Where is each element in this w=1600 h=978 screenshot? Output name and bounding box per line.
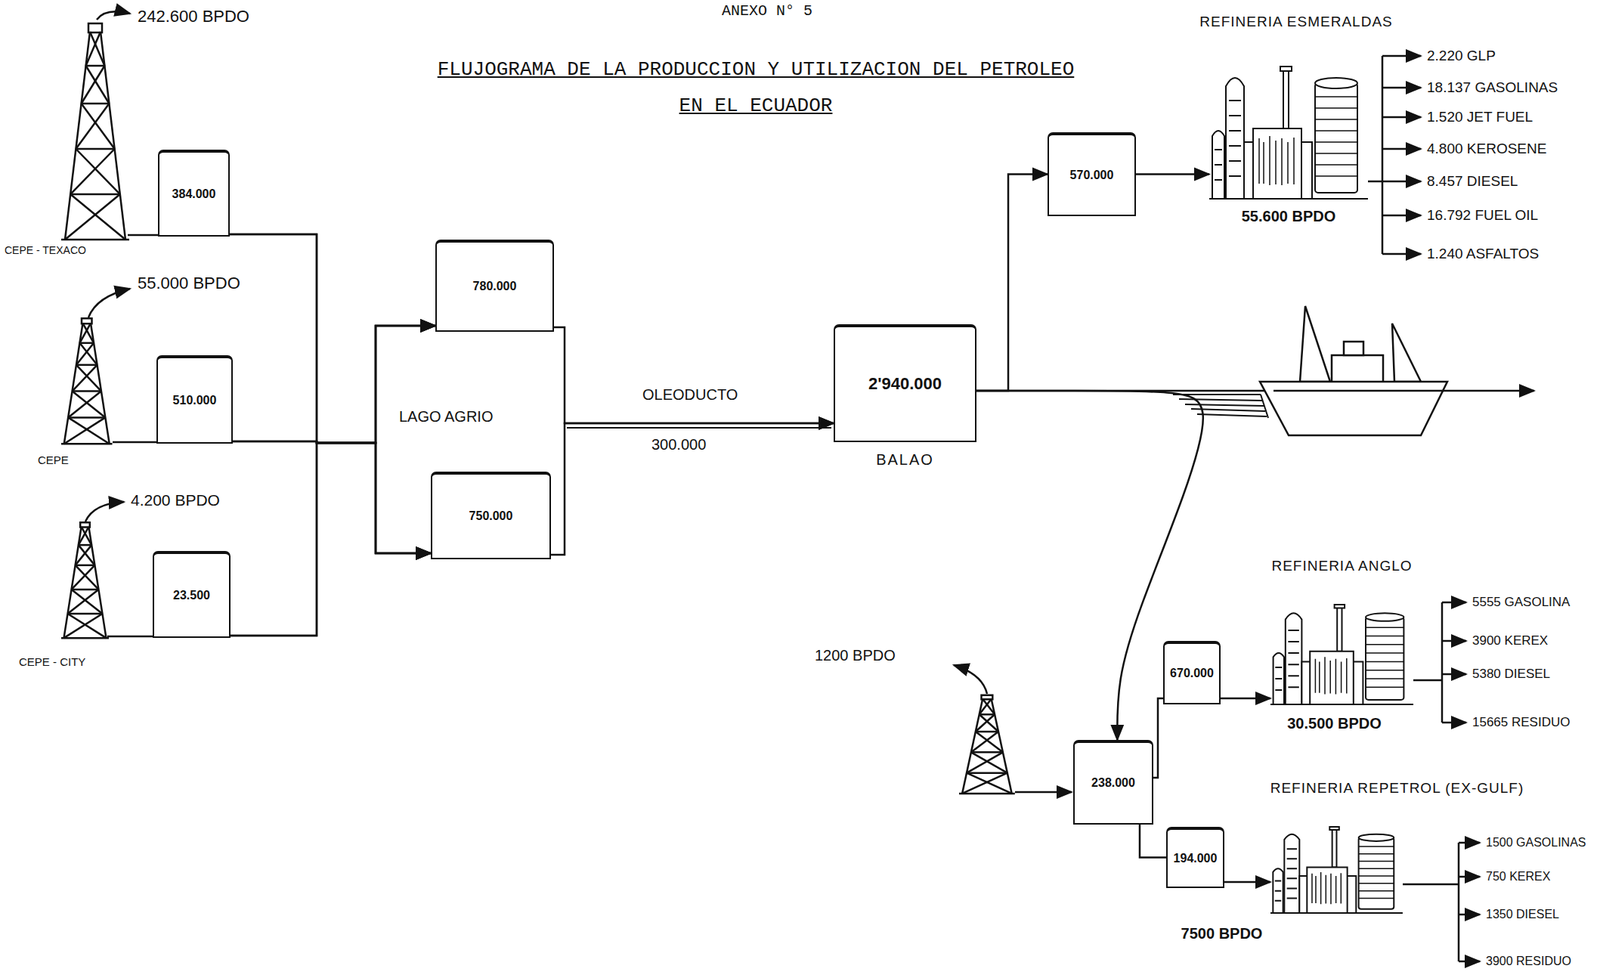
flow-connector (229, 234, 431, 554)
tank-capacity: 23.500 (173, 588, 211, 603)
storage-tank: 750.000 (430, 471, 551, 560)
annotation: 4.200 BPDO (130, 491, 220, 510)
flow-connector (976, 174, 1048, 392)
annotation: 8.457 DIESEL (1426, 173, 1518, 190)
storage-tank: 780.000 (435, 239, 554, 332)
flow-connector (1135, 173, 1210, 176)
flow-connector (232, 441, 431, 554)
annotation: 1200 BPDO (814, 646, 896, 665)
tank-capacity: 510.000 (173, 393, 217, 408)
oil-derrick (61, 23, 130, 240)
annotation: ANEXO N° 5 (721, 2, 813, 20)
annotation: 1500 GASOLINAS (1485, 835, 1587, 850)
storage-tank: 384.000 (157, 149, 230, 237)
storage-tank: 2'940.000BALAO (833, 324, 977, 443)
refinery-illustration (1270, 826, 1403, 913)
annotation: 300.000 (651, 436, 706, 454)
annotation: 2.220 GLP (1426, 47, 1496, 65)
annotation: 3900 KEREX (1472, 633, 1548, 649)
refinery: REFINERIA ANGLO30.500 BPDO (1270, 604, 1414, 705)
storage-tank: 23.500 (152, 550, 231, 638)
flow-connector (1153, 698, 1164, 778)
tank-capacity: 384.000 (172, 187, 217, 202)
annotation: LAGO AGRIO (399, 408, 493, 426)
annotation: CEPE - TEXACO (4, 244, 87, 257)
flow-connector (1139, 824, 1167, 858)
annotation: CEPE (37, 453, 69, 467)
diagram-title: FLUJOGRAMA DE LA PRODUCCION Y UTILIZACIO… (427, 51, 1085, 124)
annotation: 4.800 KEROSENE (1426, 140, 1547, 158)
flow-connector (230, 325, 436, 636)
annotation: 55.000 BPDO (137, 273, 241, 294)
storage-tank: 238.000 (1073, 739, 1154, 825)
oil-derrick (61, 318, 113, 444)
tank-capacity: 750.000 (469, 509, 514, 524)
flow-connector (230, 442, 431, 636)
refinery-capacity: 55.600 BPDO (1241, 207, 1337, 226)
storage-tank: 670.000 (1163, 640, 1221, 705)
storage-tank: 510.000 (156, 355, 233, 444)
refinery: REFINERIA ESMERALDAS55.600 BPDO (1209, 66, 1368, 199)
oil-spout (85, 11, 988, 694)
terminal-name: BALAO (875, 451, 935, 469)
tank-capacity: 780.000 (473, 279, 517, 294)
flow-connector (1224, 881, 1271, 884)
annotation: 5555 GASOLINA (1472, 594, 1570, 610)
flow-connector (550, 423, 834, 555)
annotation: 750 KEREX (1485, 869, 1551, 884)
refinery-capacity: 7500 BPDO (1181, 925, 1263, 943)
annotation: 1350 DIESEL (1485, 907, 1560, 922)
tank-capacity: 194.000 (1173, 851, 1218, 866)
loading-dock (1172, 394, 1269, 418)
annotation: 5380 DIESEL (1472, 666, 1551, 682)
annotation: 3900 RESIDUO (1485, 954, 1572, 969)
flow-line (107, 235, 1535, 793)
tank-capacity: 670.000 (1169, 666, 1214, 681)
refinery: REFINERIA REPETROL (EX-GULF)7500 BPDO (1270, 826, 1403, 913)
annotation: 1.520 JET FUEL (1426, 108, 1533, 126)
oil-derrick (959, 695, 1016, 794)
annotation: OLEODUCTO (642, 386, 738, 404)
refinery-name: REFINERIA ANGLO (1271, 557, 1412, 575)
annotation: CEPE - CITY (18, 655, 86, 669)
refinery-name: REFINERIA REPETROL (EX-GULF) (1270, 779, 1525, 797)
refinery-illustration (1209, 66, 1368, 199)
tanker-ship (1259, 306, 1448, 436)
flow-connector (1220, 697, 1271, 700)
tank-capacity: 238.000 (1091, 776, 1136, 790)
product-outlets (1367, 55, 1480, 962)
refinery-name: REFINERIA ESMERALDAS (1199, 13, 1393, 31)
flow-connector (232, 325, 436, 443)
refinery-capacity: 30.500 BPDO (1287, 714, 1382, 733)
annotation: 242.600 BPDO (137, 6, 250, 27)
flow-connector (553, 327, 834, 424)
oil-derrick (61, 522, 109, 638)
annotation: 16.792 FUEL OIL (1426, 207, 1539, 224)
storage-tank: 570.000 (1047, 132, 1136, 217)
tank-capacity: 2'940.000 (868, 374, 942, 394)
annotation: 15665 RESIDUO (1472, 714, 1570, 731)
annotation: 1.240 ASFALTOS (1426, 245, 1539, 263)
refinery-illustration (1270, 604, 1414, 705)
storage-tank: 194.000 (1166, 826, 1225, 889)
annotation: 18.137 GASOLINAS (1426, 79, 1558, 96)
tank-capacity: 570.000 (1070, 168, 1115, 183)
